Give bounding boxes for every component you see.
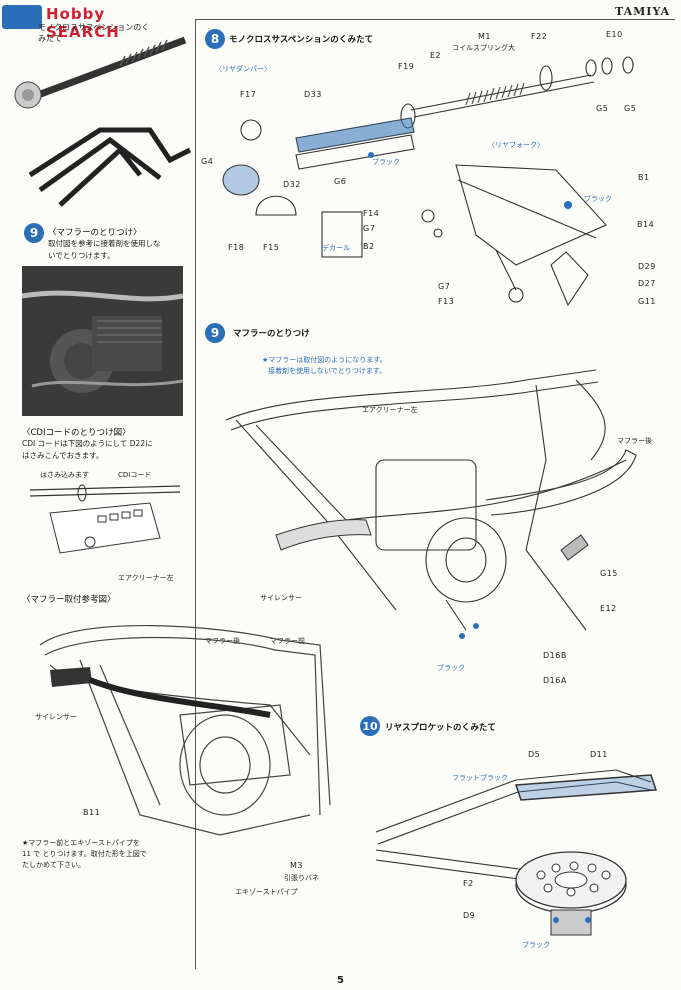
step-9-text-2: いでとりつけます。 [48, 251, 115, 260]
part-f18: F18 [228, 243, 245, 252]
part-b1: B1 [638, 173, 650, 182]
cdi-label-code: CDIコード [118, 471, 152, 479]
step-8-badge: 8 [205, 29, 225, 49]
ref-label-m3: M3 [290, 861, 303, 870]
ref-frame-diagram [39, 625, 331, 836]
ref-label-b11: B11 [83, 808, 101, 817]
step-10-f2: F2 [463, 879, 474, 888]
top-rule [195, 19, 675, 20]
step-10-badge: 10 [360, 716, 380, 736]
cdi-text-1: CDI コードは下図のようにして D22に [22, 439, 153, 448]
part-f13: F13 [438, 297, 455, 306]
step-9-text-1: 取付図を参考に接着剤を使用しな [48, 239, 161, 248]
part-g7b: G7 [438, 282, 451, 291]
ref-note-3: たしかめて下さい。 [22, 861, 85, 869]
part-g5b: G5 [624, 104, 637, 113]
step-9b-note-2: 接着剤を使用しないでとりつけます。 [268, 367, 387, 375]
part-g7a: G7 [363, 224, 376, 233]
step-9b-rear: マフラー後 [617, 437, 652, 445]
part-m1: M1 [478, 32, 491, 41]
step-8-illustration [222, 56, 634, 307]
muffler-photo [22, 266, 183, 416]
step-9-title: 〈マフラーのとりつけ〉 [48, 228, 142, 238]
ref-label-silencer: サイレンサー [35, 713, 77, 721]
step-10-d9: D9 [463, 911, 476, 920]
step-10-d5: D5 [528, 750, 541, 759]
step-10-illustration [375, 769, 658, 936]
ref-note-1: ★マフラー前とエキゾーストパイプを [22, 839, 140, 847]
step-9b-illustration [225, 369, 637, 639]
part-f14: F14 [363, 209, 380, 218]
step-8-title: モノクロスサスペンションのくみたて [229, 35, 374, 45]
step-10-flat-black: フラットブラック [452, 774, 508, 782]
cdi-text-2: はさみこんでおきます。 [22, 451, 104, 460]
part-b2: B2 [363, 242, 375, 251]
step-9b-g15: G15 [600, 569, 618, 578]
divider-vertical [195, 19, 196, 969]
part-black-2: ブラック [584, 195, 612, 203]
part-f15: F15 [263, 243, 280, 252]
part-f22: F22 [531, 32, 548, 41]
page-number: 5 [337, 975, 344, 986]
step-9b-black: ブラック [437, 664, 465, 672]
ref-note-2: 11 で とりつけます。取付た形を上図で [22, 850, 147, 858]
part-g6: G6 [334, 177, 347, 186]
step-9b-title: マフラーのとりつけ [233, 329, 310, 339]
part-e10: E10 [606, 30, 623, 39]
brand-logo: TAMIYA [615, 5, 671, 18]
watermark-logo: Hobby SEARCH [2, 3, 154, 41]
step-10-title: リヤスプロケットのくみたて [385, 723, 496, 733]
cdi-label-cleaner: エアクリーナー左 [118, 574, 174, 582]
ref-label-exhaust: エキゾーストパイプ [235, 888, 298, 896]
part-e2: E2 [430, 51, 442, 60]
step-9-badge: 9 [24, 223, 44, 243]
part-d27: D27 [638, 279, 656, 288]
part-g11: G11 [638, 297, 656, 306]
part-spring: コイルスプリング大 [452, 44, 515, 52]
step-9b-cleaner: エアクリーナー左 [362, 406, 418, 414]
step-10-black: ブラック [522, 941, 550, 949]
top-label-2: みたて [38, 34, 62, 43]
step-8-sub-fork: 〈リヤフォーク〉 [488, 141, 544, 149]
step-9b-e12: E12 [600, 604, 617, 613]
part-f17: F17 [240, 90, 257, 99]
part-d29: D29 [638, 262, 656, 271]
top-label-1: モノクロスサスペンションのく [38, 23, 150, 32]
watermark-text: Hobby SEARCH [46, 5, 120, 41]
part-g4: G4 [201, 157, 214, 166]
cdi-title: 〈CDIコードのとりつけ図〉 [22, 428, 131, 438]
step-9b-badge: 9 [205, 323, 225, 343]
step-9b-d16a: D16A [543, 676, 567, 685]
step-9b-note-1: ★マフラーは取付図のようになります。 [262, 356, 387, 364]
part-decal: デカール [322, 244, 350, 252]
ref-title: 〈マフラー取付参考図〉 [22, 595, 116, 605]
step-10-d11: D11 [590, 750, 608, 759]
part-b14: B14 [637, 220, 655, 229]
step-8-sub-damper: 〈リヤダンパー〉 [215, 65, 271, 73]
part-black-1: ブラック [372, 158, 400, 166]
step-9b-d16b: D16B [543, 651, 567, 660]
part-g5a: G5 [596, 104, 609, 113]
ref-label-spring: 引張りバネ [284, 874, 319, 882]
cdi-diagram [29, 484, 181, 554]
cdi-label-clamp: はさみ込みます [40, 471, 89, 479]
part-d33: D33 [304, 90, 322, 99]
damper-illustration [14, 36, 192, 207]
part-d32: D32 [283, 180, 301, 189]
part-f19: F19 [398, 62, 415, 71]
step-9b-silencer: サイレンサー [260, 594, 302, 602]
